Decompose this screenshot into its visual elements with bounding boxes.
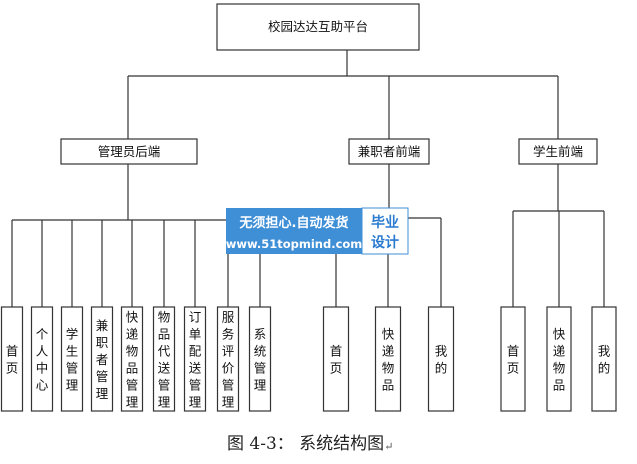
leaf-node-label: 我的 [435,344,448,376]
leaf-node: 我的 [591,306,617,412]
branch-node-parttimer-label: 兼职者前端 [358,144,421,159]
leaf-node-label: 兼职者管理 [96,318,109,401]
watermark: 无须担心.自动发货 www.51topmind.com 毕业 设计 [226,207,409,255]
figure-caption: 图 4-3： 系统结构图↵ [227,434,393,454]
leaf-node-box [248,306,272,412]
watermark-line1: 无须担心.自动发货 [239,215,349,231]
leaf-node: 系统管理 [248,306,272,412]
leaf-node-box [60,306,84,412]
leaf-node-box [546,306,572,412]
leaf-node-label: 我的 [598,344,611,376]
leaf-node-box [216,306,240,412]
leaf-node-box [183,306,207,412]
leaf-node: 订单配送管理 [183,306,207,412]
leaf-node: 快递物品管理 [120,306,144,412]
leaf-node-label: 首页 [6,344,19,376]
branch-node-parttimer-box [348,138,430,165]
root-node-box [216,3,420,51]
watermark-badge-line2: 设计 [371,234,399,251]
branch-node-student-box [518,138,598,165]
leaf-node-label: 物品代送管理 [158,310,171,410]
watermark-banner [226,208,362,254]
leaf-node-box [374,306,402,412]
leaf-node-box [30,306,54,412]
leaf-node: 服务评价管理 [216,306,240,412]
branch-node-student-label: 学生前端 [533,144,583,159]
leaf-nodes: 首页 个人中心 学生管理 兼职者管理 快递物品管理 物品代送管理 订单配送管理 服务评价管理 系… [0,306,617,412]
branch-node-student: 学生前端 [518,138,598,165]
leaf-node-label: 服务评价管理 [222,310,235,410]
leaf-node-label: 订单配送管理 [189,310,202,410]
leaf-node-label: 首页 [330,344,343,376]
leaf-node: 学生管理 [60,306,84,412]
leaf-node: 个人中心 [30,306,54,412]
branch-node-admin: 管理员后端 [60,138,198,165]
leaf-node: 兼职者管理 [90,306,114,412]
root-node-label: 校园达达互助平台 [268,19,368,34]
leaf-node-box [500,306,526,412]
leaf-node-label: 个人中心 [36,327,49,393]
branch-node-parttimer: 兼职者前端 [348,138,430,165]
watermark-line2: www.51topmind.com [226,237,363,251]
leaf-node-label: 快递物品管理 [126,310,139,410]
watermark-badge-line1: 毕业 [371,214,399,231]
leaf-node: 快递物品 [374,306,402,412]
leaf-node-label: 快递物品 [382,327,395,393]
watermark-badge [361,207,409,255]
leaf-node: 首页 [500,306,526,412]
caption-return-mark: ↵ [384,440,393,453]
leaf-node: 首页 [0,306,24,412]
leaf-node-box [152,306,176,412]
root-node: 校园达达互助平台 [216,3,420,51]
leaf-node-label: 学生管理 [66,327,79,393]
leaf-node-box [591,306,617,412]
caption-label: 图 4-3： 系统结构图 [227,434,384,454]
leaf-node-label: 快递物品 [553,327,566,393]
leaf-node-box [322,306,350,412]
leaf-node-box [427,306,455,412]
leaf-node-label: 首页 [507,344,520,376]
leaf-node-label: 系统管理 [254,327,267,393]
leaf-node-box [0,306,24,412]
leaf-node: 我的 [427,306,455,412]
connector-lines [11,50,605,307]
leaf-node: 快递物品 [546,306,572,412]
leaf-node-box [90,306,114,412]
branch-node-admin-box [60,138,198,165]
leaf-node: 首页 [322,306,350,412]
figure-caption-text: 图 4-3： 系统结构图↵ [227,434,393,454]
leaf-node-box [120,306,144,412]
branch-node-admin-label: 管理员后端 [98,144,161,159]
leaf-node: 物品代送管理 [152,306,176,412]
